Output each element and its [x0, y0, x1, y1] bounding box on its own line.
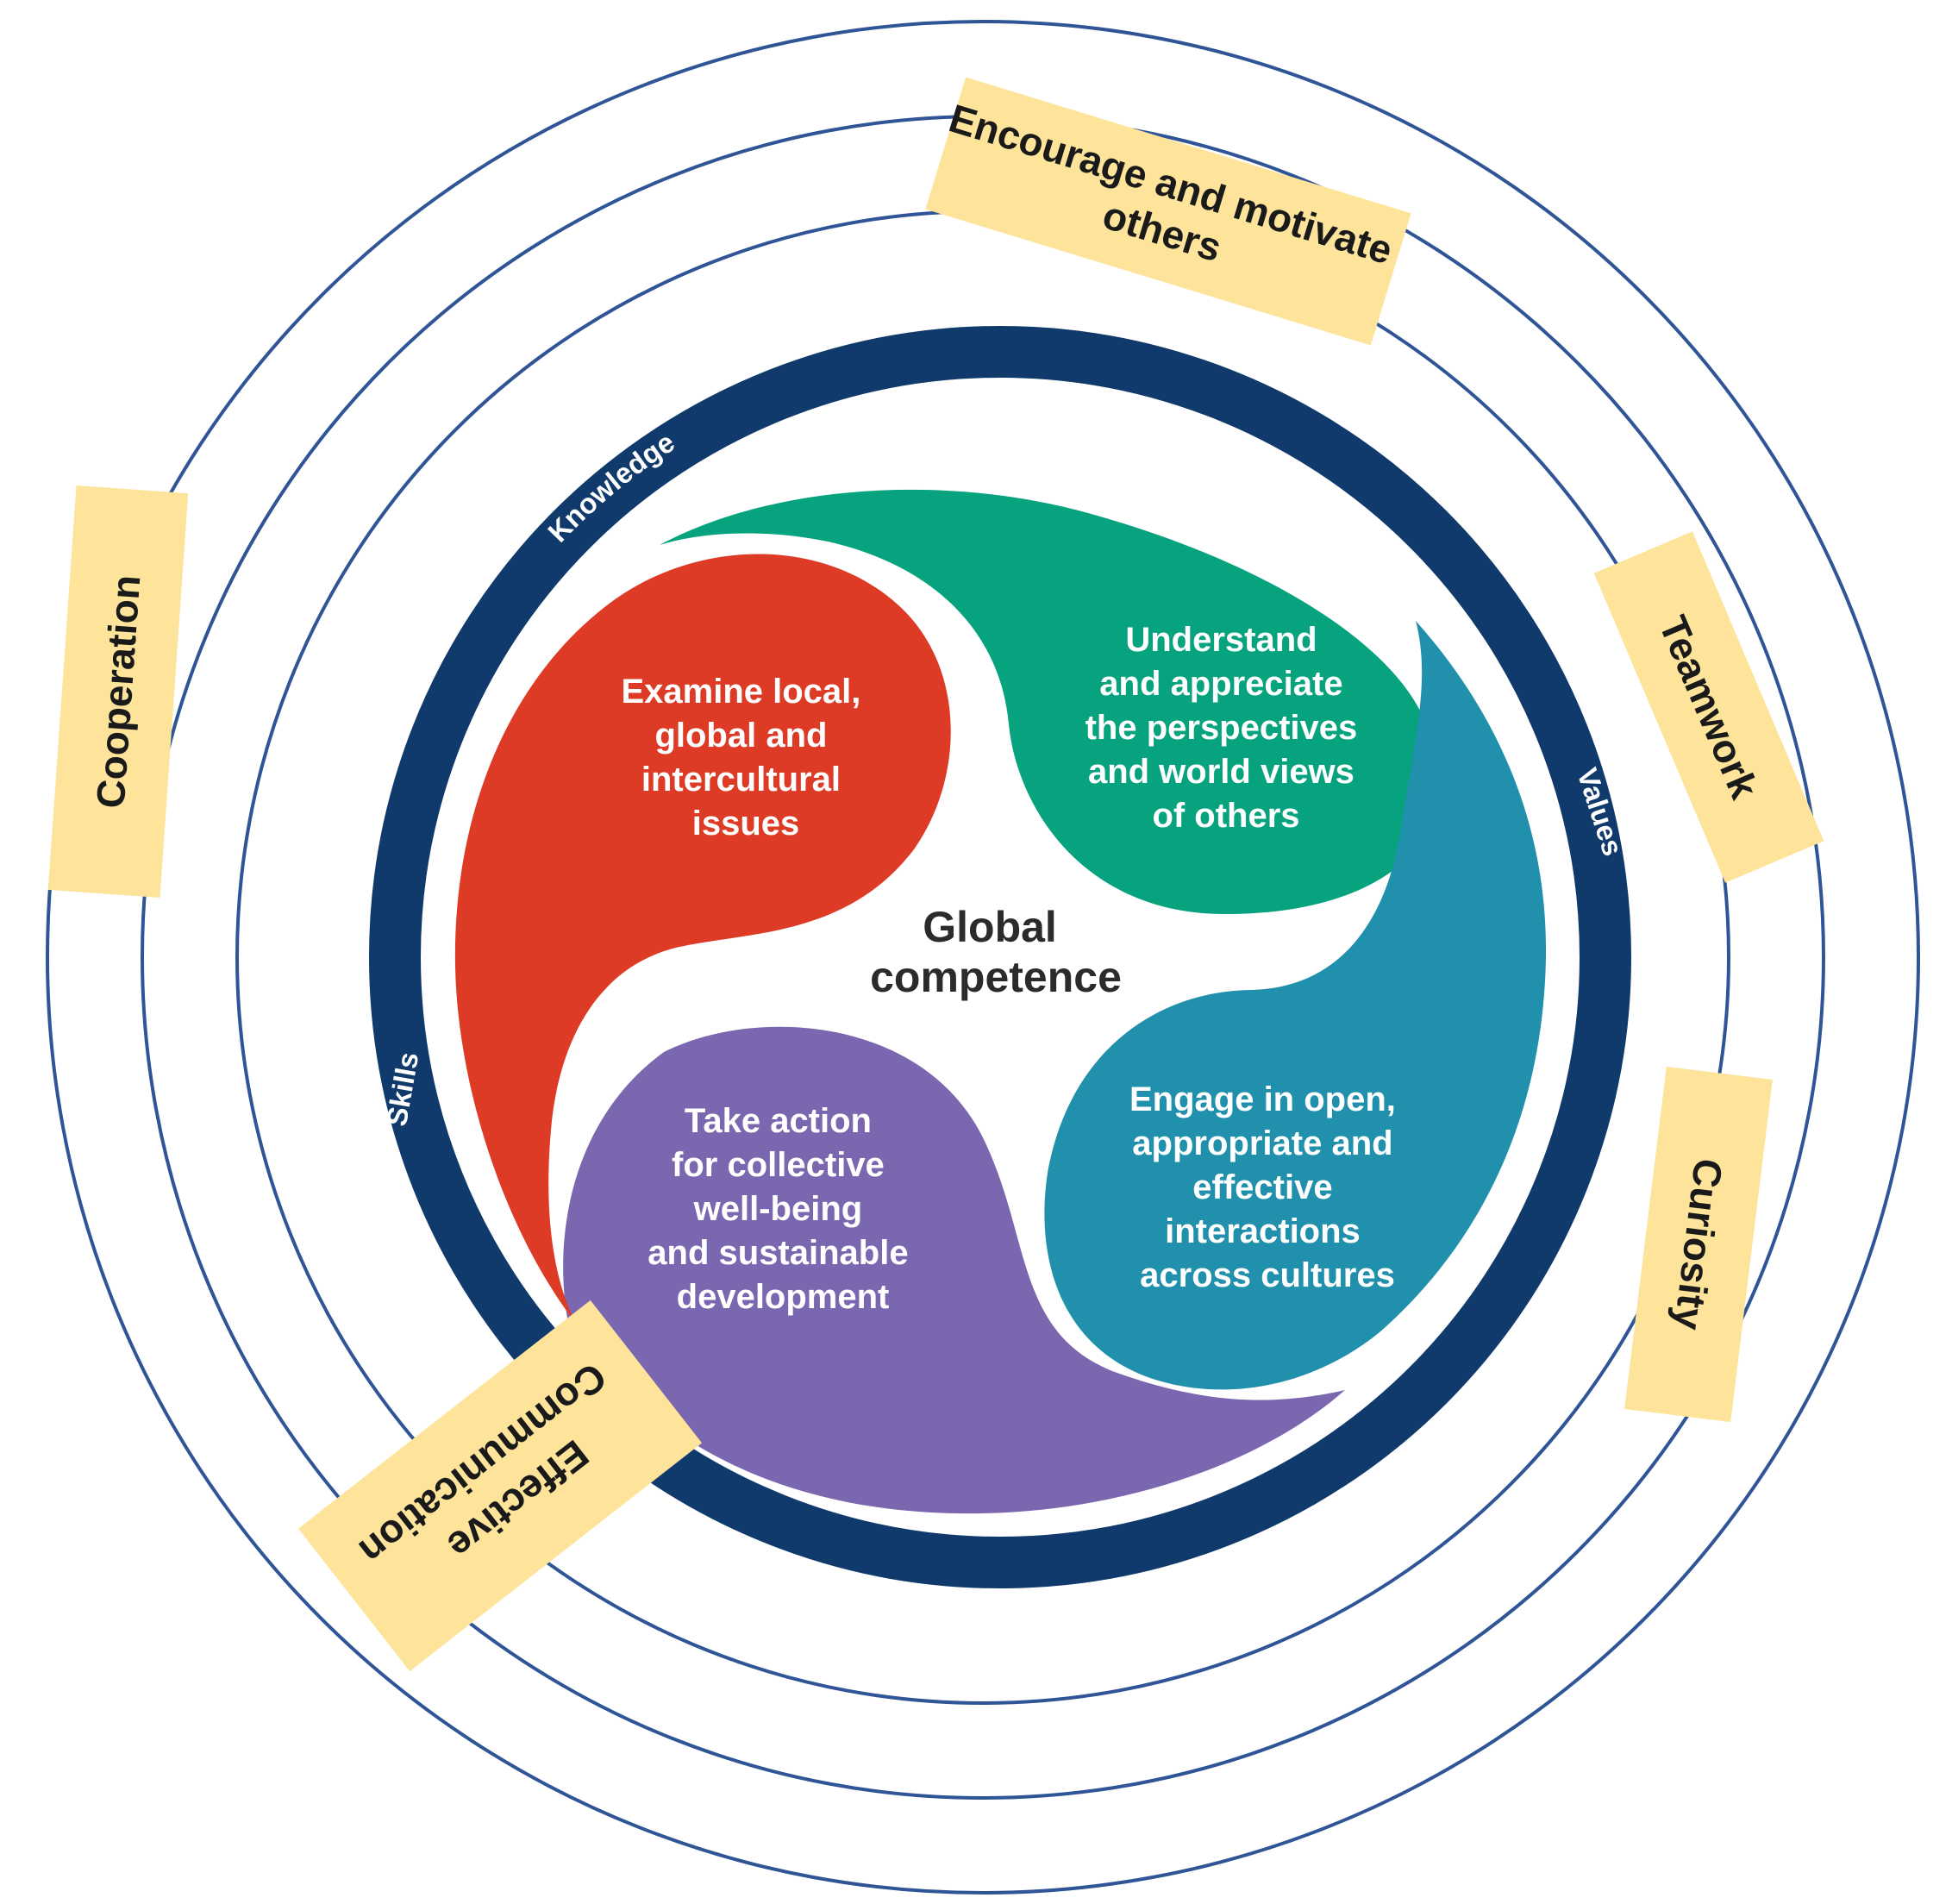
dimension-band	[369, 326, 1631, 1588]
note-communication-bg	[297, 1300, 703, 1672]
note-curiosity-bg	[1624, 1066, 1773, 1423]
teal-line-1: Engage in open,	[1129, 1080, 1396, 1118]
purple-line-5: development	[677, 1278, 890, 1316]
red-line-3: intercultural	[641, 761, 841, 799]
note-teamwork: Teamwork	[1593, 531, 1824, 883]
lobe-purple	[563, 1026, 1345, 1514]
red-line-1: Examine local,	[621, 673, 860, 711]
green-line-2: and appreciate	[1099, 665, 1342, 703]
green-line-1: Understand	[1125, 621, 1317, 659]
teal-line-5: across cultures	[1140, 1256, 1395, 1294]
note-encourage: Encourage and motivate others	[925, 77, 1411, 346]
center-line-2: competence	[870, 953, 1122, 1001]
note-cooperation-bg	[47, 485, 189, 898]
purple-line-1: Take action	[685, 1102, 872, 1140]
lobe-text-teal: Engage in open, appropriate and effectiv…	[1129, 1080, 1405, 1294]
teal-line-4: interactions	[1165, 1212, 1361, 1250]
lobe-teal	[1044, 621, 1547, 1390]
purple-line-2: for collective	[672, 1146, 885, 1184]
note-cooperation: Cooperation	[47, 485, 189, 898]
outer-ring-1	[46, 20, 1920, 1895]
teal-line-2: appropriate and	[1132, 1124, 1392, 1162]
green-line-3: the perspectives	[1085, 709, 1358, 747]
center-line-1: Global	[923, 903, 1057, 951]
teal-line-3: effective	[1192, 1168, 1332, 1206]
green-line-4: and world views	[1088, 753, 1355, 791]
note-encourage-bg	[925, 77, 1411, 346]
red-line-4: issues	[692, 805, 800, 842]
lobe-green	[660, 489, 1440, 914]
note-curiosity: Curiosity	[1624, 1066, 1773, 1423]
purple-line-4: and sustainable	[648, 1234, 908, 1272]
lobe-text-purple: Take action for collective well-being an…	[648, 1102, 917, 1316]
lobe-text-green: Understand and appreciate the perspectiv…	[1085, 621, 1367, 835]
note-teamwork-bg	[1593, 531, 1824, 883]
lobe-text-red: Examine local, global and intercultural …	[621, 673, 870, 842]
center-label: Global competence	[870, 903, 1122, 1001]
purple-line-3: well-being	[693, 1190, 863, 1228]
green-line-5: of others	[1152, 797, 1299, 835]
lobe-red	[454, 554, 951, 1324]
red-line-2: global and	[654, 717, 827, 755]
